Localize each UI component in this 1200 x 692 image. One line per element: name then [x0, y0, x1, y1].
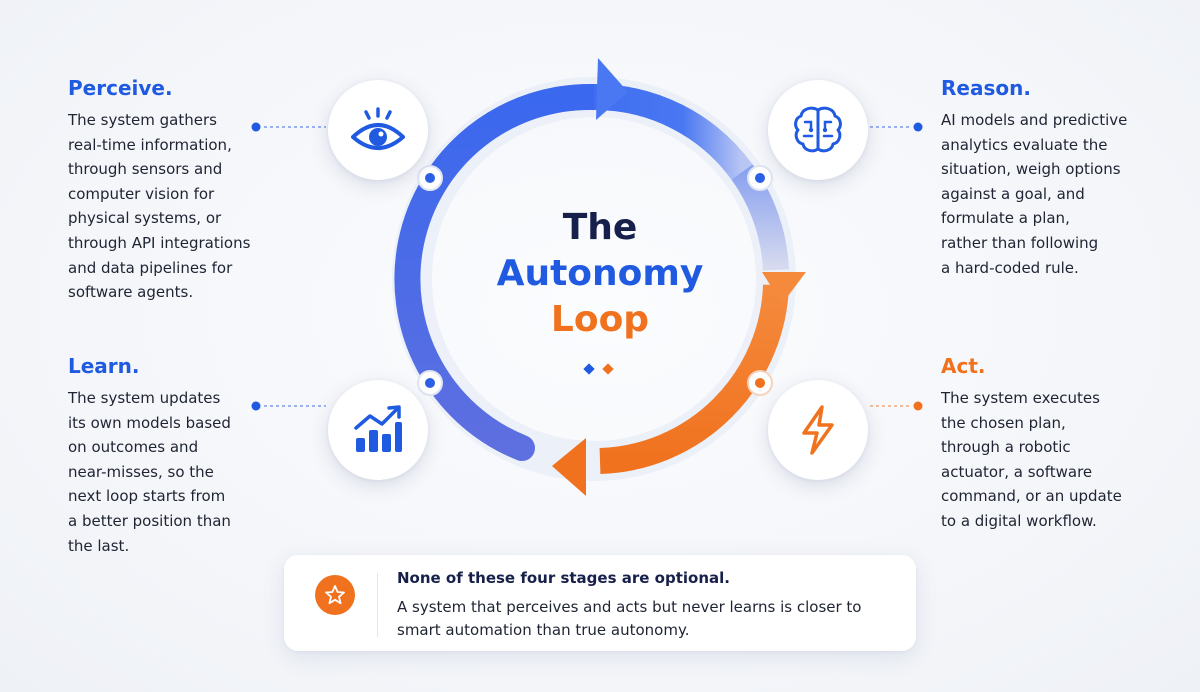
stage-learn-description: The system updates its own models based …	[68, 389, 231, 555]
act-icon-badge	[768, 380, 868, 480]
connector-reason	[870, 122, 923, 132]
stage-perceive-title: Perceive.	[68, 76, 173, 100]
loop-title-line-1: The	[562, 207, 638, 248]
connector-learn	[251, 401, 326, 411]
callout-badge	[315, 575, 355, 615]
callout-text: A system that perceives and acts but nev…	[397, 598, 862, 639]
callout-card: None of these four stages are optional. …	[284, 555, 916, 651]
stage-act: Act. The system executes the chosen plan…	[941, 354, 1176, 534]
reason-icon-badge	[768, 80, 868, 180]
stage-reason-description: AI models and predictive analytics evalu…	[941, 111, 1128, 277]
star-icon	[325, 585, 345, 605]
callout-title: None of these four stages are optional.	[397, 569, 730, 587]
learn-icon-badge	[328, 380, 428, 480]
lightning-bolt-icon	[802, 405, 834, 455]
node-perceive	[417, 165, 443, 191]
stage-learn-title: Learn.	[68, 354, 140, 378]
growth-chart-icon	[354, 405, 402, 452]
diamond-blue	[583, 363, 595, 375]
arrowhead-to-reason	[596, 58, 628, 120]
node-act	[747, 370, 773, 396]
diamond-orange	[602, 363, 614, 375]
brain-icon	[794, 106, 842, 153]
loop-title: The Autonomy Loop	[470, 205, 730, 343]
node-reason	[747, 165, 773, 191]
loop-arc-act-learn	[599, 284, 789, 474]
connector-perceive	[251, 122, 326, 132]
stage-act-description: The system executes the chosen plan, thr…	[941, 389, 1122, 530]
stage-reason-title: Reason.	[941, 76, 1031, 100]
stage-perceive: Perceive. The system gathers real-time i…	[68, 76, 278, 305]
stage-learn: Learn. The system updates its own models…	[68, 354, 278, 558]
loop-title-line-2: Autonomy	[496, 253, 704, 294]
eye-icon	[351, 107, 405, 150]
loop-title-line-3: Loop	[550, 299, 650, 340]
arrowhead-to-act	[762, 272, 806, 304]
callout-divider	[377, 573, 378, 637]
arrowhead-to-learn	[552, 438, 586, 496]
stage-perceive-description: The system gathers real-time information…	[68, 111, 251, 302]
stage-reason: Reason. AI models and predictive analyti…	[941, 76, 1176, 280]
node-learn	[417, 370, 443, 396]
perceive-icon-badge	[328, 80, 428, 180]
loop-arc-learn-perceive	[394, 83, 607, 461]
stage-act-title: Act.	[941, 354, 986, 378]
connector-act	[870, 401, 923, 411]
